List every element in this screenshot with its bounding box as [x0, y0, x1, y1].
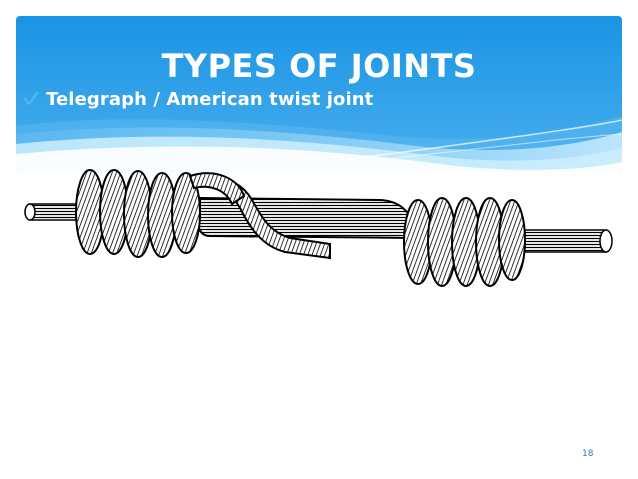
right-coil [403, 197, 526, 287]
title-banner [16, 16, 622, 172]
page-number: 18 [582, 449, 594, 459]
left-coil [75, 169, 246, 258]
slide-title: TYPES OF JOINTS [161, 47, 477, 85]
bullet-item: Telegraph / American twist joint [22, 86, 373, 112]
bullet-text: Telegraph / American twist joint [46, 88, 374, 110]
right-wire-end [499, 229, 613, 253]
checkmark-bullet-icon [23, 91, 39, 106]
banner-background [16, 16, 622, 172]
